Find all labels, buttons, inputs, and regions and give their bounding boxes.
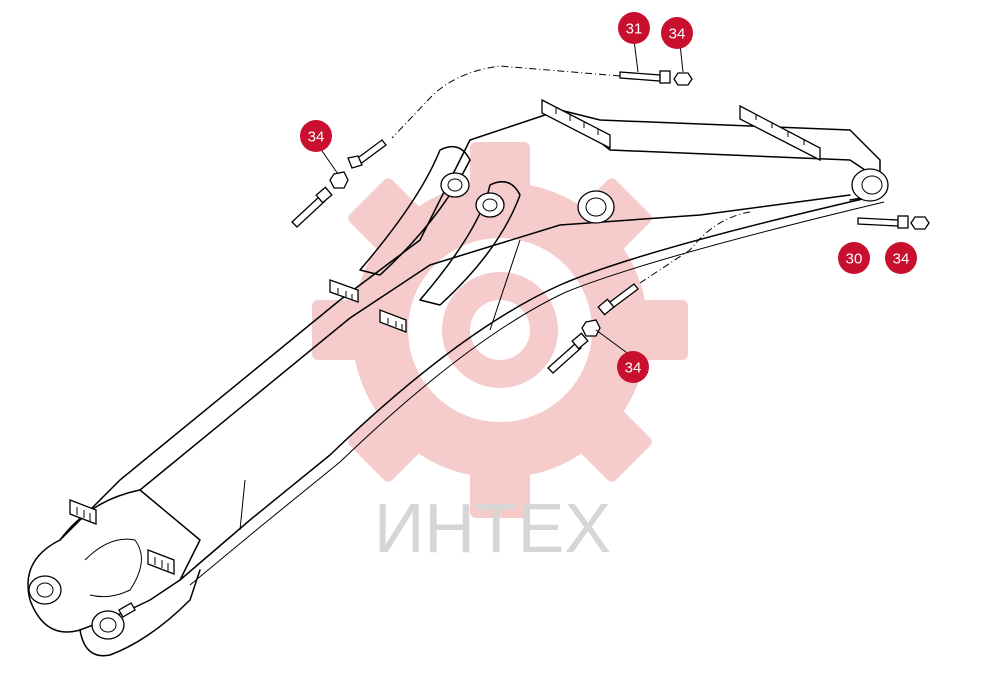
- pin-center-lower: [547, 332, 589, 374]
- pin-30: [857, 215, 909, 229]
- boom-fork-lower: [79, 569, 201, 657]
- grease-nipple-top: [673, 72, 693, 86]
- callout-34-left[interactable]: 34: [300, 120, 332, 152]
- pins: [291, 70, 930, 374]
- grease-nipple-left: [329, 171, 349, 189]
- callout-34-right[interactable]: 34: [885, 242, 917, 274]
- lug-plate-left: [359, 145, 471, 276]
- head-grease-fitting: [118, 602, 136, 618]
- watermark-text: ИНТЕХ: [374, 489, 611, 567]
- clamp-head-2: [147, 549, 175, 575]
- callout-34-right-label: 34: [893, 251, 910, 268]
- callout-30[interactable]: 30: [838, 242, 870, 274]
- grease-nipple-right: [910, 216, 930, 230]
- pipe-clamps: [69, 98, 821, 575]
- boom-bottom-edge: [179, 194, 881, 581]
- callout-31-label: 31: [626, 21, 643, 38]
- clamp-rear-right: [739, 104, 821, 162]
- leader-34-top: [679, 43, 684, 73]
- grease-nipple-center: [581, 319, 601, 337]
- lug-plate-right: [419, 180, 521, 306]
- boom-stiffener-2: [489, 239, 521, 331]
- leader-31: [633, 39, 639, 73]
- callout-34-center[interactable]: 34: [617, 351, 649, 383]
- foot-boss: [577, 190, 615, 224]
- boom-head-slot: [84, 538, 142, 598]
- assembly-lines: [391, 65, 751, 284]
- clamp-head-1: [69, 499, 97, 525]
- callout-30-label: 30: [846, 251, 863, 268]
- leader-lines: [319, 39, 684, 356]
- boom-bottom-edge-inner: [189, 201, 885, 586]
- callout-31[interactable]: 31: [618, 12, 650, 44]
- callout-34-center-label: 34: [625, 360, 642, 377]
- rear-pivot: [851, 168, 889, 202]
- boom-head: [27, 489, 201, 633]
- boom-side-upper: [139, 194, 851, 491]
- callouts: 31 34 34 30 34 34: [300, 12, 917, 383]
- lug-bore-right: [475, 192, 505, 218]
- clamp-mid-2: [379, 309, 407, 333]
- callout-34-top[interactable]: 34: [661, 17, 693, 49]
- head-bore-lower: [91, 610, 125, 640]
- pin-left-lower: [291, 186, 333, 228]
- head-bore-upper: [28, 575, 62, 605]
- assembly-line-right: [639, 211, 751, 284]
- pin-left-upper: [347, 139, 387, 169]
- assembly-line-top: [391, 65, 621, 139]
- lug-bore-left: [440, 172, 470, 198]
- callout-34-left-label: 34: [308, 129, 325, 146]
- boom-top-edge: [59, 109, 881, 541]
- pin-center-upper: [597, 283, 639, 316]
- boom-stiffener-1: [239, 479, 246, 531]
- clamp-rear-left: [541, 98, 611, 150]
- pin-31: [619, 70, 671, 84]
- leader-34-left: [319, 147, 339, 175]
- boom: [27, 109, 889, 657]
- leader-34-center: [595, 329, 631, 356]
- callout-34-top-label: 34: [669, 26, 686, 43]
- clamp-mid-1: [329, 279, 359, 303]
